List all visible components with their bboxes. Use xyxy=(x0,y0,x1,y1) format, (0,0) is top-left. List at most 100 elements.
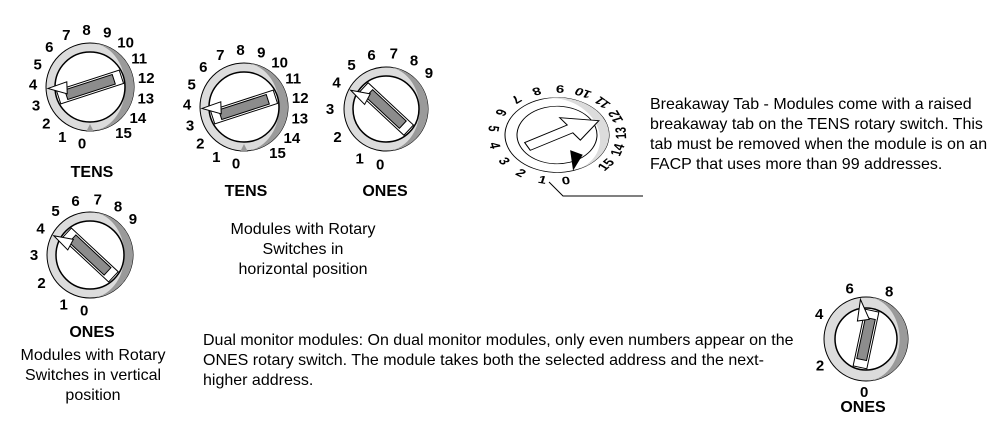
dual-ones-dial: 0 2 4 6 8 xyxy=(815,281,909,401)
dial-number: 10 xyxy=(271,54,288,71)
dial-number: 0 xyxy=(561,174,572,187)
dial-number: 4 xyxy=(486,141,505,150)
ones-label-vertical: ONES xyxy=(69,324,115,341)
dial-pointer xyxy=(349,89,372,106)
dial-slot xyxy=(61,227,119,283)
dial-number: 14 xyxy=(607,142,629,158)
dial-number: 8 xyxy=(114,199,122,216)
dial-number: 3 xyxy=(32,97,40,114)
dial-number: 8 xyxy=(82,22,90,39)
dial-number: 11 xyxy=(285,70,301,87)
horizontal-caption: Modules with Rotary Switches in horizont… xyxy=(230,221,376,278)
dial-shadow xyxy=(244,63,288,151)
dial-number: 9 xyxy=(103,25,111,42)
dial-number: 7 xyxy=(508,93,525,106)
dial-pointer xyxy=(46,81,68,95)
dial-number: 7 xyxy=(94,192,102,209)
dial-number: 8 xyxy=(410,53,418,70)
dual-ones-label: ONES xyxy=(840,399,886,416)
dial-number: 9 xyxy=(425,65,433,82)
dial-number: 1 xyxy=(58,129,66,146)
dial-number: 3 xyxy=(326,101,334,118)
dial-number: 5 xyxy=(33,56,41,73)
dial-number: 13 xyxy=(612,127,630,140)
dial-number: 1 xyxy=(356,150,364,167)
breakaway-arrow xyxy=(523,117,600,151)
dial-number: 0 xyxy=(78,135,86,152)
dial-number: 5 xyxy=(347,57,355,74)
dial-slot xyxy=(55,69,125,105)
dial-number: 1 xyxy=(60,296,68,313)
dial-shadow xyxy=(90,43,134,131)
dial-number: 12 xyxy=(604,109,626,125)
dial-shadow xyxy=(386,67,428,151)
dial-number: 1 xyxy=(212,149,220,166)
dial-number: 11 xyxy=(131,50,147,67)
dial-number: 6 xyxy=(45,39,53,56)
vertical-caption: Modules with Rotary Switches in vertical… xyxy=(20,347,166,404)
dial-number: 4 xyxy=(815,306,824,323)
dial-number: 2 xyxy=(196,136,204,153)
dial-number: 13 xyxy=(291,111,308,128)
dial-shadow xyxy=(866,297,908,381)
dial-number: 15 xyxy=(115,125,132,142)
zero-marker xyxy=(240,144,248,152)
dial-number: 13 xyxy=(137,91,154,108)
dial-number: 7 xyxy=(390,46,398,63)
dial-number: 4 xyxy=(36,221,45,238)
dial-number: 2 xyxy=(816,358,824,375)
dial-number: 6 xyxy=(367,47,375,64)
dial-number: 14 xyxy=(129,110,146,127)
dial-number: 0 xyxy=(232,155,240,172)
dial-number: 6 xyxy=(71,193,79,210)
dial-slot xyxy=(852,308,880,370)
dial-number: 2 xyxy=(333,129,341,146)
dial-shadow xyxy=(90,212,133,298)
zero-marker xyxy=(86,124,94,132)
dial-number: 5 xyxy=(485,125,503,133)
dial-number: 3 xyxy=(495,155,514,167)
dial-number: 8 xyxy=(885,283,893,300)
tens-label-vertical: TENS xyxy=(71,164,114,181)
dial-number: 10 xyxy=(117,34,134,51)
dial-number: 10 xyxy=(572,85,594,101)
dial-number: 6 xyxy=(492,107,511,118)
dial-number: 2 xyxy=(37,275,45,292)
breakaway-caption: Breakaway Tab - Modules come with a rais… xyxy=(650,96,988,173)
dial-number: 12 xyxy=(292,90,309,107)
dial-number: 1 xyxy=(536,173,548,186)
dial-number: 2 xyxy=(513,166,530,180)
dial-number: 15 xyxy=(269,145,286,162)
dial-number: 2 xyxy=(42,116,50,133)
breakaway-tab xyxy=(570,150,583,171)
breakaway-leader-line xyxy=(548,181,643,197)
dial-number: 3 xyxy=(30,247,38,264)
dial-number: 0 xyxy=(80,303,88,320)
dial-number: 9 xyxy=(129,211,137,228)
dial-number: 0 xyxy=(376,157,384,174)
dial-pointer xyxy=(200,101,222,115)
dial-number: 14 xyxy=(283,130,300,147)
dial-pointer xyxy=(52,234,75,251)
dial-number: 4 xyxy=(332,75,341,92)
dial-number: 0 xyxy=(860,384,868,401)
dial-number: 9 xyxy=(556,83,565,96)
dial-pointer xyxy=(856,297,871,322)
dial-number: 5 xyxy=(187,76,195,93)
dial-number: 3 xyxy=(186,117,194,134)
dial-number: 8 xyxy=(236,42,244,59)
dial-number: 7 xyxy=(216,47,224,64)
dial-number: 6 xyxy=(845,281,853,298)
dial-number: 6 xyxy=(199,59,207,76)
dial-number: 4 xyxy=(183,97,192,114)
dual-monitor-caption: Dual monitor modules: On dual monitor mo… xyxy=(203,332,794,389)
ones-label-horizontal: ONES xyxy=(362,183,408,200)
dial-number: 7 xyxy=(62,27,70,44)
dial-number: 5 xyxy=(51,203,59,220)
